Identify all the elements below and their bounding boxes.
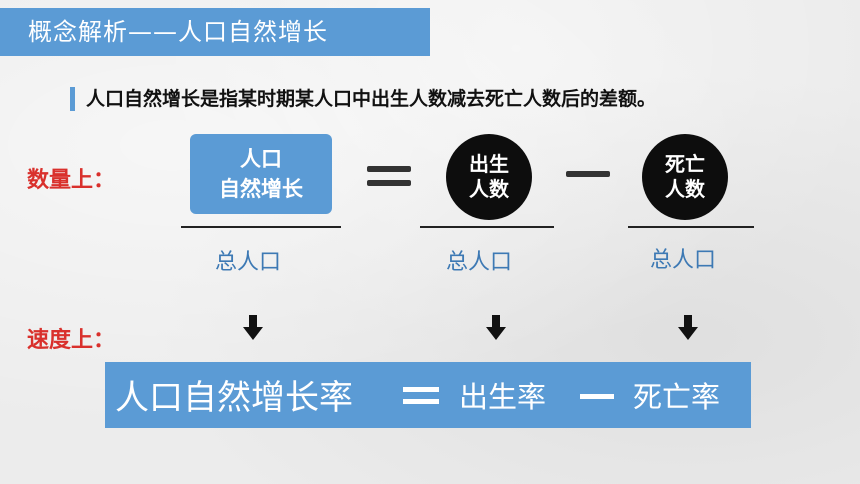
death-count-circle: 死亡 人数: [642, 134, 728, 220]
birth-count-line2: 人数: [469, 177, 509, 201]
birth-count-circle: 出生 人数: [446, 134, 532, 220]
equals-sign-bottom: [367, 180, 411, 186]
minus-sign: [566, 171, 610, 177]
death-count-line1: 死亡: [665, 152, 705, 176]
rate-formula-box: 人口自然增长率 出生率 死亡率: [105, 362, 751, 428]
down-arrow-icon: [243, 315, 263, 340]
natural-increase-rate: 人口自然增长率: [115, 378, 353, 418]
denominator-3: 总人口: [650, 248, 717, 273]
equals-sign-top: [367, 166, 411, 172]
rate-equals-bottom: [403, 399, 439, 404]
definition-marker: [70, 87, 75, 111]
denominator-1: 总人口: [215, 250, 282, 275]
rate-equals-top: [403, 387, 439, 392]
rate-minus: [580, 394, 614, 399]
definition-text: 人口自然增长是指某时期某人口中出生人数减去死亡人数后的差额。: [86, 88, 657, 110]
birth-count-line1: 出生: [469, 152, 509, 176]
natural-increase-line2: 自然增长: [219, 177, 303, 201]
fraction-line-2: [420, 226, 554, 228]
denominator-2: 总人口: [446, 250, 513, 275]
birth-rate: 出生率: [459, 380, 547, 414]
speed-label: 速度上：: [27, 328, 116, 353]
down-arrow-icon: [486, 315, 506, 340]
fraction-line-3: [628, 226, 754, 228]
natural-increase-line1: 人口: [240, 147, 282, 171]
quantity-label: 数量上：: [27, 168, 116, 193]
page-title: 概念解析——人口自然增长: [0, 8, 430, 56]
down-arrow-icon: [678, 315, 698, 340]
death-rate: 死亡率: [633, 380, 721, 414]
fraction-line-1: [181, 226, 341, 228]
death-count-line2: 人数: [665, 177, 705, 201]
natural-increase-box: 人口 自然增长: [190, 134, 332, 214]
